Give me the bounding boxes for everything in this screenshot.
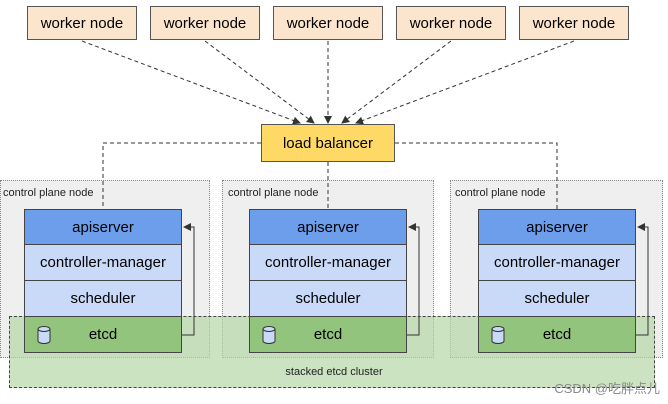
- apiserver: apiserver: [24, 209, 182, 245]
- load-balancer: load balancer: [261, 124, 395, 162]
- scheduler: scheduler: [478, 281, 636, 317]
- database-icon: [37, 326, 51, 344]
- lb-to-apiserver-line: [395, 142, 558, 209]
- controller-manager: controller-manager: [249, 245, 407, 281]
- worker-to-lb-arrow: [81, 40, 301, 125]
- stacked-etcd-cluster-label: stacked etcd cluster: [285, 366, 383, 378]
- scheduler: scheduler: [249, 281, 407, 317]
- worker-node: worker node: [273, 6, 383, 40]
- worker-node: worker node: [519, 6, 629, 40]
- watermark: CSDN @吃胖点儿: [554, 381, 660, 396]
- etcd: etcd: [478, 317, 636, 353]
- database-icon: [491, 326, 505, 344]
- etcd-to-apiserver-arrow: [182, 223, 195, 336]
- worker-node: worker node: [27, 6, 137, 40]
- lb-to-apiserver-line: [102, 142, 261, 209]
- controller-manager: controller-manager: [24, 245, 182, 281]
- control-plane-label: control plane node: [3, 187, 94, 199]
- worker-to-lb-arrow: [341, 40, 452, 124]
- scheduler: scheduler: [24, 281, 182, 317]
- worker-to-lb-arrow: [355, 40, 575, 125]
- apiserver: apiserver: [249, 209, 407, 245]
- etcd-to-apiserver-arrow: [407, 223, 420, 336]
- worker-node: worker node: [396, 6, 506, 40]
- apiserver: apiserver: [478, 209, 636, 245]
- worker-to-lb-arrow: [204, 40, 315, 124]
- etcd-to-apiserver-arrow: [636, 223, 649, 336]
- control-plane-label: control plane node: [455, 187, 546, 199]
- controller-manager: controller-manager: [478, 245, 636, 281]
- database-icon: [262, 326, 276, 344]
- control-plane-label: control plane node: [228, 187, 319, 199]
- worker-node: worker node: [150, 6, 260, 40]
